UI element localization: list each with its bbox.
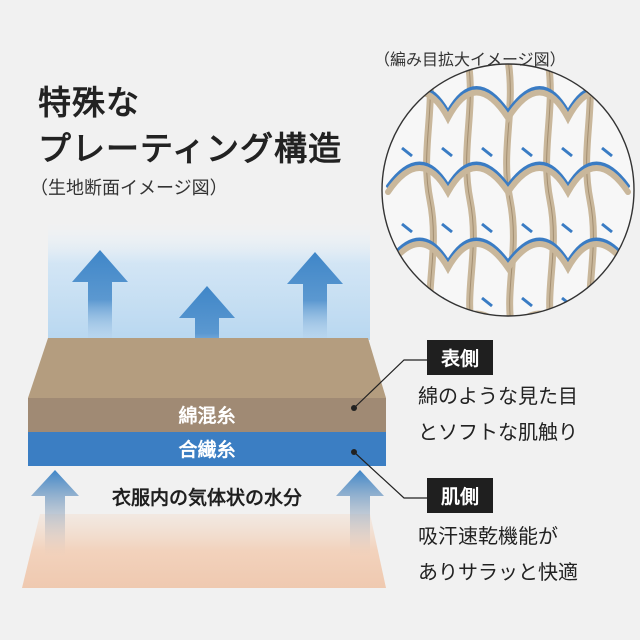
outer-layer-top <box>28 338 386 398</box>
knit-magnification <box>381 63 635 317</box>
up-arrow-icon <box>336 470 384 556</box>
up-arrow-icon <box>287 252 343 340</box>
inner-layer <box>28 432 386 466</box>
title-line-2: プレーティング構造 <box>38 129 343 168</box>
knit-caption: （編み目拡大イメージ図） <box>374 50 566 69</box>
outer-side-description: 綿のような見た目 とソフトな肌触り <box>418 378 578 450</box>
outer-layer <box>28 398 386 432</box>
inner-side-description: 吸汗速乾機能が ありサラッと快適 <box>418 518 578 590</box>
inner-side-badge: 肌側 <box>427 478 494 513</box>
page-title: 特殊な プレーティング構造 <box>38 80 342 172</box>
moisture-label: 衣服内の気体状の水分 <box>112 486 302 509</box>
inner-desc-line-2: ありサラッと快適 <box>418 560 578 584</box>
outer-callout-line <box>353 359 427 409</box>
outer-layer-label: 綿混糸 <box>178 404 235 427</box>
up-arrow-icon <box>179 286 235 372</box>
inner-callout-line <box>353 451 427 499</box>
outer-desc-line-1: 綿のような見た目 <box>418 384 578 408</box>
title-line-1: 特殊な <box>38 83 140 122</box>
up-arrow-icon <box>31 470 79 556</box>
outer-desc-line-2: とソフトな肌触り <box>418 420 578 444</box>
skin-area <box>22 514 386 588</box>
inner-callout-dot <box>351 449 357 455</box>
up-arrow-icon <box>72 250 128 340</box>
page-subtitle: （生地断面イメージ図） <box>30 178 228 199</box>
inner-layer-label: 合繊糸 <box>178 438 235 461</box>
inner-desc-line-1: 吸汗速乾機能が <box>418 524 558 548</box>
outer-side-badge: 表側 <box>427 340 494 375</box>
outer-callout-dot <box>351 405 357 411</box>
